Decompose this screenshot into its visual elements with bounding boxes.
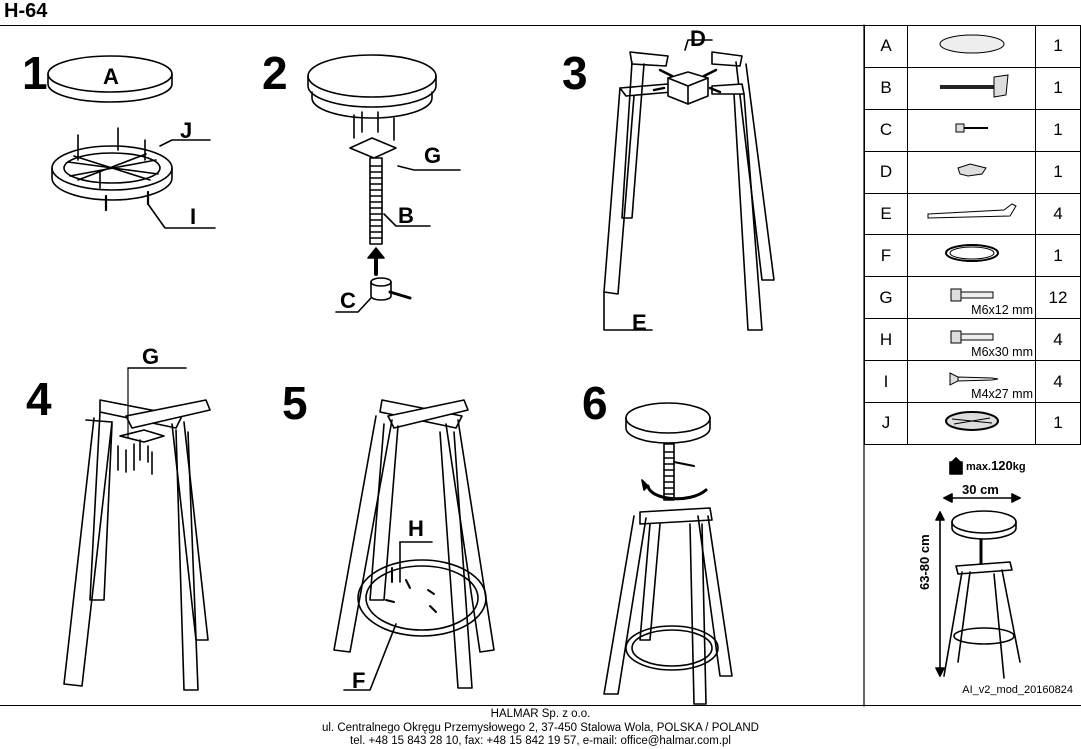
- callout-b: B: [398, 203, 414, 228]
- model-code: H-64: [4, 0, 48, 22]
- seat-frame-icon: [907, 402, 1036, 445]
- part-letter: I: [864, 360, 908, 404]
- step5-frame: [333, 399, 495, 691]
- screw-icon: M4x27 mm: [907, 360, 1036, 404]
- callout-c: C: [340, 288, 356, 313]
- foot-ring-icon: [907, 234, 1036, 278]
- lock-bolt-icon: [907, 108, 1036, 152]
- part-quantity: 1: [1035, 150, 1081, 194]
- dimension-drawing: [935, 457, 1021, 679]
- bolt-icon: M6x30 mm: [907, 318, 1036, 362]
- step6-stool: [603, 402, 733, 705]
- part-quantity: 4: [1035, 360, 1081, 404]
- cross-connector-icon: [907, 150, 1036, 194]
- callout-h: H: [408, 516, 424, 541]
- part-letter: H: [864, 318, 908, 362]
- part-size: M4x27 mm: [971, 387, 1033, 402]
- part-quantity: 12: [1035, 276, 1081, 320]
- step1-seat-top: [47, 55, 173, 103]
- width-dimension: 30 cm: [962, 482, 999, 497]
- threaded-rod-with-plate-icon: [907, 66, 1036, 110]
- footer-address: ul. Centralnego Okręgu Przemysłowego 2, …: [321, 721, 759, 734]
- part-quantity: 1: [1035, 402, 1081, 445]
- callout-g-step4: G: [142, 344, 160, 369]
- part-size: M6x12 mm: [971, 303, 1033, 318]
- callout-a: A: [103, 64, 119, 89]
- callout-j: J: [180, 118, 193, 143]
- part-quantity: 1: [1035, 108, 1081, 152]
- part-letter: F: [864, 234, 908, 278]
- leg-icon: [907, 192, 1036, 236]
- height-dimension: 63-80 cm: [917, 534, 932, 590]
- callout-e: E: [632, 310, 647, 335]
- part-quantity: 1: [1035, 234, 1081, 278]
- part-letter: E: [864, 192, 908, 236]
- part-letter: G: [864, 276, 908, 320]
- step-number-6: 6: [582, 377, 608, 429]
- part-quantity: 4: [1035, 318, 1081, 362]
- part-letter: J: [864, 402, 908, 445]
- bolt-icon: M6x12 mm: [907, 276, 1036, 320]
- part-quantity: 1: [1035, 66, 1081, 110]
- step-number-1: 1: [22, 47, 48, 99]
- part-quantity: 4: [1035, 192, 1081, 236]
- callout-i: I: [190, 204, 197, 229]
- round-seat-icon: [907, 25, 1036, 68]
- callout-d: D: [690, 26, 706, 51]
- step2-seat: [307, 54, 437, 119]
- step-number-4: 4: [26, 373, 52, 425]
- callout-g-step2: G: [424, 143, 442, 168]
- part-letter: D: [864, 150, 908, 194]
- step3-legs: [603, 39, 775, 331]
- part-letter: B: [864, 66, 908, 110]
- company-footer: HALMAR Sp. z o.o. ul. Centralnego Okręgu…: [0, 708, 1081, 749]
- part-letter: A: [864, 25, 908, 68]
- part-size: M6x30 mm: [971, 345, 1033, 360]
- max-load-label: max.120kg: [966, 458, 1026, 473]
- step4-frame: [63, 367, 211, 691]
- step-number-3: 3: [562, 47, 588, 99]
- step2-rod: [335, 111, 461, 313]
- step1-seat-frame: [51, 127, 216, 229]
- instruction-frame: [0, 25, 1081, 706]
- step-number-5: 5: [282, 377, 308, 429]
- footer-company: HALMAR Sp. z o.o.: [490, 708, 591, 720]
- step-number-2: 2: [262, 47, 288, 99]
- part-quantity: 1: [1035, 25, 1081, 68]
- part-letter: C: [864, 108, 908, 152]
- footer-contact: tel. +48 15 843 28 10, fax: +48 15 842 1…: [350, 735, 731, 747]
- callout-f: F: [352, 668, 366, 693]
- document-version: AI_v2_mod_20160824: [962, 684, 1073, 696]
